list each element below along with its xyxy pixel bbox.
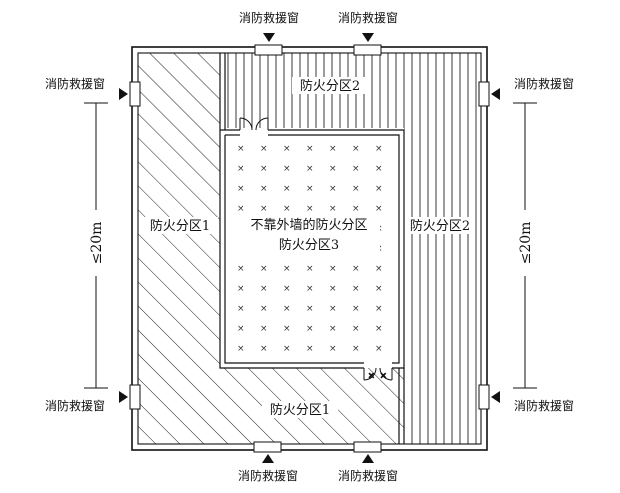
arrow-bottom-left <box>262 454 274 463</box>
svg-text:×: × <box>380 371 387 380</box>
zone1-bottom-label-bg <box>262 401 338 418</box>
window-label-right-bottom: 消防救援窗 <box>514 398 574 413</box>
arrow-left-bottom <box>119 391 128 403</box>
zone-3-label-line1: 不靠外墙的防火分区 <box>250 217 367 233</box>
zone-3-label-line2: 防火分区3 <box>279 237 339 253</box>
arrow-left-top <box>119 88 128 100</box>
zone2-top-label-bg <box>292 77 368 94</box>
arrow-right-top <box>491 88 500 100</box>
zone-1-fill <box>138 53 404 444</box>
dimension-right-label: ≤20m <box>518 222 534 265</box>
window-label-top-left: 消防救援窗 <box>239 10 299 25</box>
zone1-left-label-bg <box>142 217 218 234</box>
zone-divider <box>219 53 405 444</box>
arrow-bottom-right <box>362 454 374 463</box>
window-label-top-right: 消防救援窗 <box>338 10 398 25</box>
zone-1-bottom-label: 防火分区1 <box>270 402 330 418</box>
door-top <box>239 117 269 131</box>
dim-left-gap <box>86 210 106 276</box>
dim-right-gap <box>515 210 535 276</box>
arrow-top-left <box>263 33 275 42</box>
arrow-top-right <box>362 33 374 42</box>
window-label-right-top: 消防救援窗 <box>514 76 574 91</box>
wall-window-slots <box>129 44 490 453</box>
zone-1-left-label: 防火分区1 <box>150 218 210 234</box>
window-label-bottom-right: 消防救援窗 <box>338 468 398 483</box>
zone-2-top-label: 防火分区2 <box>300 78 360 94</box>
zone-3-walls <box>219 129 405 369</box>
svg-text:×: × <box>368 371 375 380</box>
window-arrows <box>119 33 500 463</box>
outer-wall <box>131 46 488 451</box>
zone3-label-bg <box>238 216 380 254</box>
window-label-left-top: 消防救援窗 <box>45 76 105 91</box>
zone-2-fill <box>220 53 481 444</box>
window-label-bottom-left: 消防救援窗 <box>238 468 298 483</box>
arrow-right-bottom <box>491 391 500 403</box>
zone2-right-label-bg <box>406 217 474 234</box>
door-bottom: × × <box>363 367 393 381</box>
dimension-left-label: ≤20m <box>89 222 105 265</box>
window-label-left-bottom: 消防救援窗 <box>45 398 105 413</box>
zone-2-right-label: 防火分区2 <box>410 218 470 234</box>
